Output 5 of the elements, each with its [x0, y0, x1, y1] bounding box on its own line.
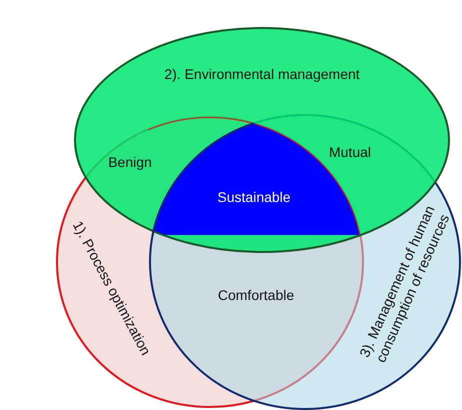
overlap-label: Benign — [108, 154, 152, 170]
overlap-label: Sustainable — [217, 189, 291, 205]
region-label: 2). Environmental management — [164, 66, 360, 82]
overlap-label: Mutual — [328, 144, 372, 160]
overlap-label: Comfortable — [218, 287, 294, 303]
